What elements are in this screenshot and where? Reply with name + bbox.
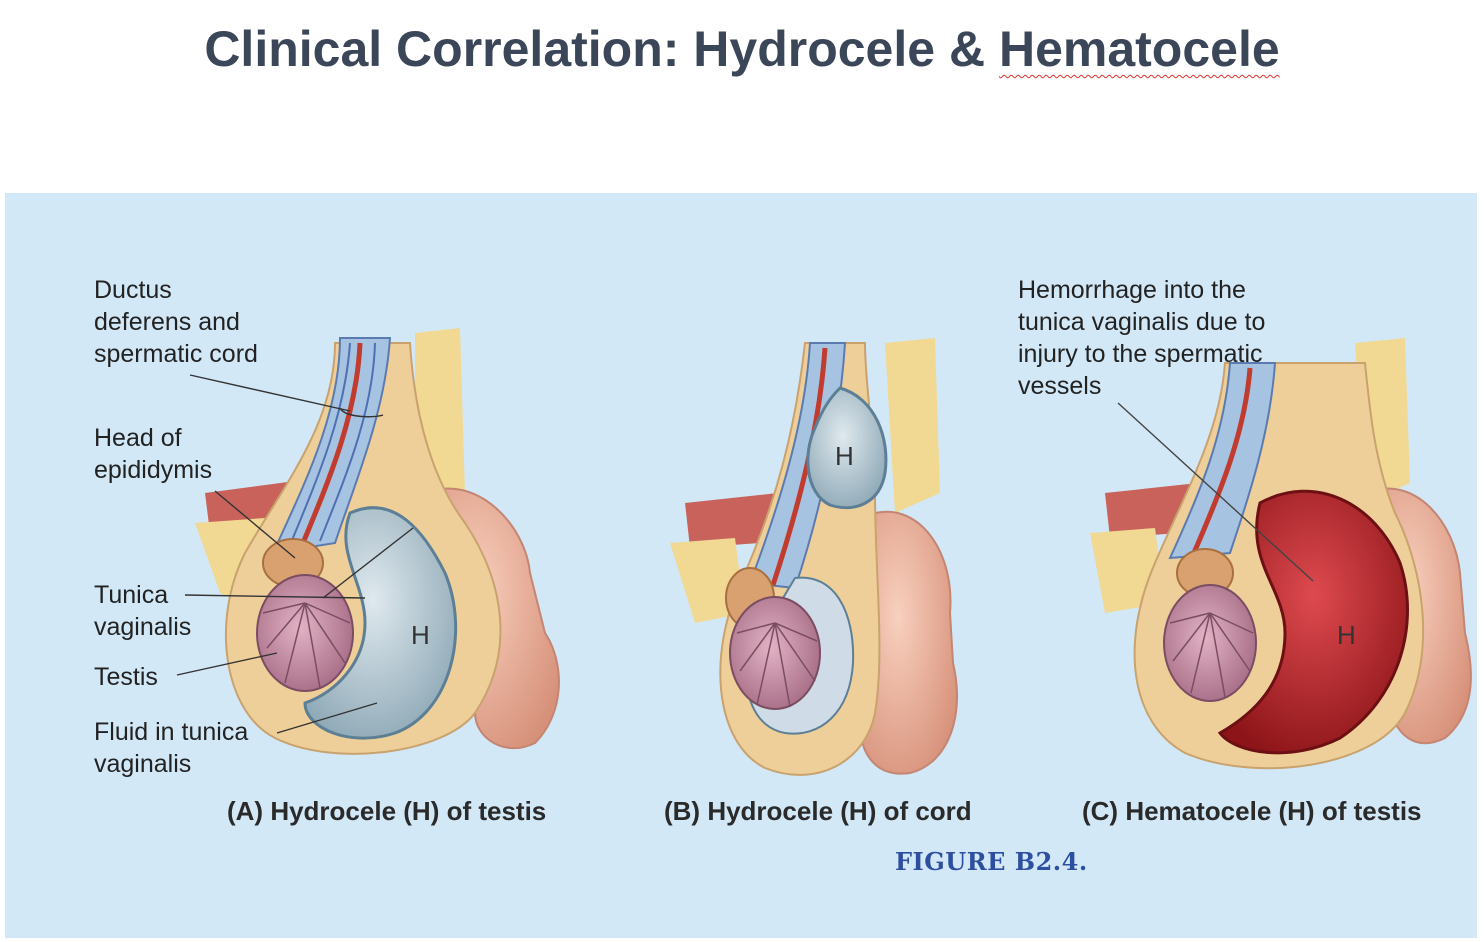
title-main: Clinical Correlation: Hydrocele &: [204, 21, 999, 77]
caption-a: (A) Hydrocele (H) of testis: [227, 796, 547, 826]
panel-b-illustration: [670, 338, 959, 776]
caption-b: (B) Hydrocele (H) of cord: [664, 796, 972, 826]
hydrocele-sac-a: [303, 506, 458, 740]
panel-c-illustration: [1090, 338, 1472, 770]
title-underlined-word: Hematocele: [998, 21, 1280, 77]
label-fluid-in-tunica: Fluid in tunica vaginalis: [94, 718, 249, 778]
anatomy-illustrations: [176, 328, 1472, 776]
panel-a-illustration: [176, 328, 560, 755]
label-head-of-epididymis: Head of epididymis: [94, 424, 213, 484]
label-hemorrhage: Hemorrhage into the tunica vaginalis due…: [1018, 276, 1266, 400]
h-marker-a: H: [411, 620, 430, 650]
h-marker-c: H: [1337, 620, 1356, 650]
testis-b: [729, 596, 821, 710]
hematocele-sac-c: [1217, 489, 1409, 755]
label-ductus-deferens: Ductus deferens and spermatic cord: [94, 276, 258, 368]
testis-a: [256, 574, 354, 692]
label-tunica-vaginalis: Tunica vaginalis: [94, 581, 192, 641]
figure-panel: Ductus deferens and spermatic cord Head …: [5, 193, 1477, 938]
testis-c: [1163, 584, 1257, 702]
cord-c: [1168, 362, 1277, 560]
leader-lines-a: [176, 374, 414, 734]
label-testis: Testis: [94, 663, 158, 691]
hydrocele-sac-b: [806, 386, 888, 510]
h-marker-b: H: [835, 441, 854, 471]
slide-title: Clinical Correlation: Hydrocele & Hemato…: [0, 20, 1484, 78]
artery-a: [300, 342, 363, 544]
leader-line-hemorrhage: [1117, 402, 1314, 582]
caption-c: (C) Hematocele (H) of testis: [1082, 796, 1422, 826]
figure-number: FIGURE B2.4.: [895, 847, 1088, 876]
